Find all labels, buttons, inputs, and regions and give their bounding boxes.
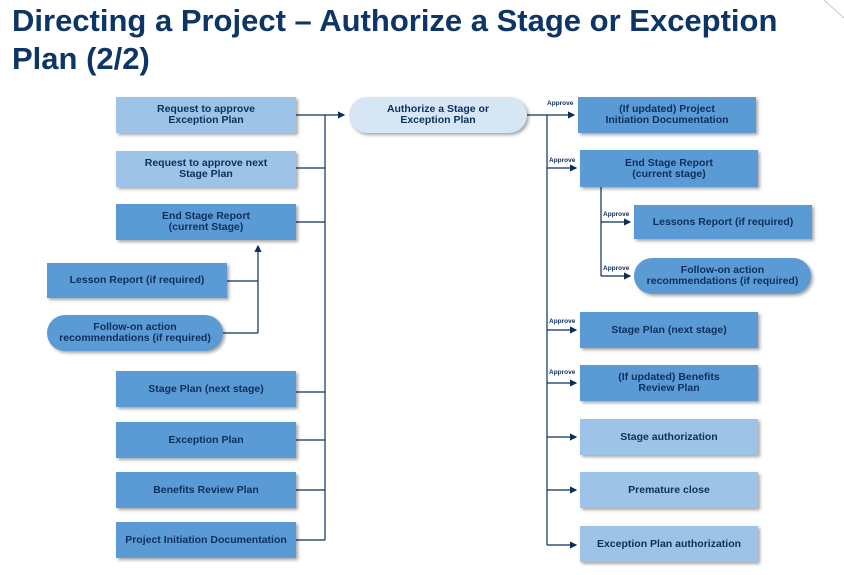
stage-plan-input: Stage Plan (next stage) xyxy=(116,371,296,407)
lesson-report-input: Lesson Report (if required) xyxy=(47,263,227,298)
stage-plan-output: Stage Plan (next stage) xyxy=(580,312,758,348)
exception-plan-authorization-output: Exception Plan authorization xyxy=(580,526,758,562)
follow-on-actions-output: Follow-on action recommendations (if req… xyxy=(634,258,811,294)
premature-close-output: Premature close xyxy=(580,472,758,508)
pid-input: Project Initiation Documentation xyxy=(116,522,296,558)
approve-label: Approve xyxy=(549,157,576,164)
benefits-review-plan-input: Benefits Review Plan xyxy=(116,472,296,508)
lessons-report-output: Lessons Report (if required) xyxy=(634,205,812,239)
request-approve-exception-plan: Request to approve Exception Plan xyxy=(116,97,296,133)
approve-label: Approve xyxy=(603,265,630,272)
approve-label: Approve xyxy=(603,211,630,218)
pid-updated-output: (If updated) Project Initiation Document… xyxy=(578,97,756,133)
page-corner-decoration xyxy=(823,0,844,19)
activity-authorize-stage: Authorize a Stage or Exception Plan xyxy=(349,97,527,133)
request-approve-next-stage-plan: Request to approve next Stage Plan xyxy=(116,151,296,187)
approve-label: Approve xyxy=(547,100,574,107)
end-stage-report-output: End Stage Report (current stage) xyxy=(580,150,758,187)
approve-label: Approve xyxy=(549,369,576,376)
page-title: Directing a Project – Authorize a Stage … xyxy=(12,3,778,76)
follow-on-actions-input: Follow-on action recommendations (if req… xyxy=(47,315,223,351)
benefits-review-plan-updated-output: (If updated) Benefits Review Plan xyxy=(580,365,758,401)
end-stage-report-input: End Stage Report (current Stage) xyxy=(116,204,296,240)
stage-authorization-output: Stage authorization xyxy=(580,419,758,455)
exception-plan-input: Exception Plan xyxy=(116,422,296,458)
approve-label: Approve xyxy=(549,318,576,325)
